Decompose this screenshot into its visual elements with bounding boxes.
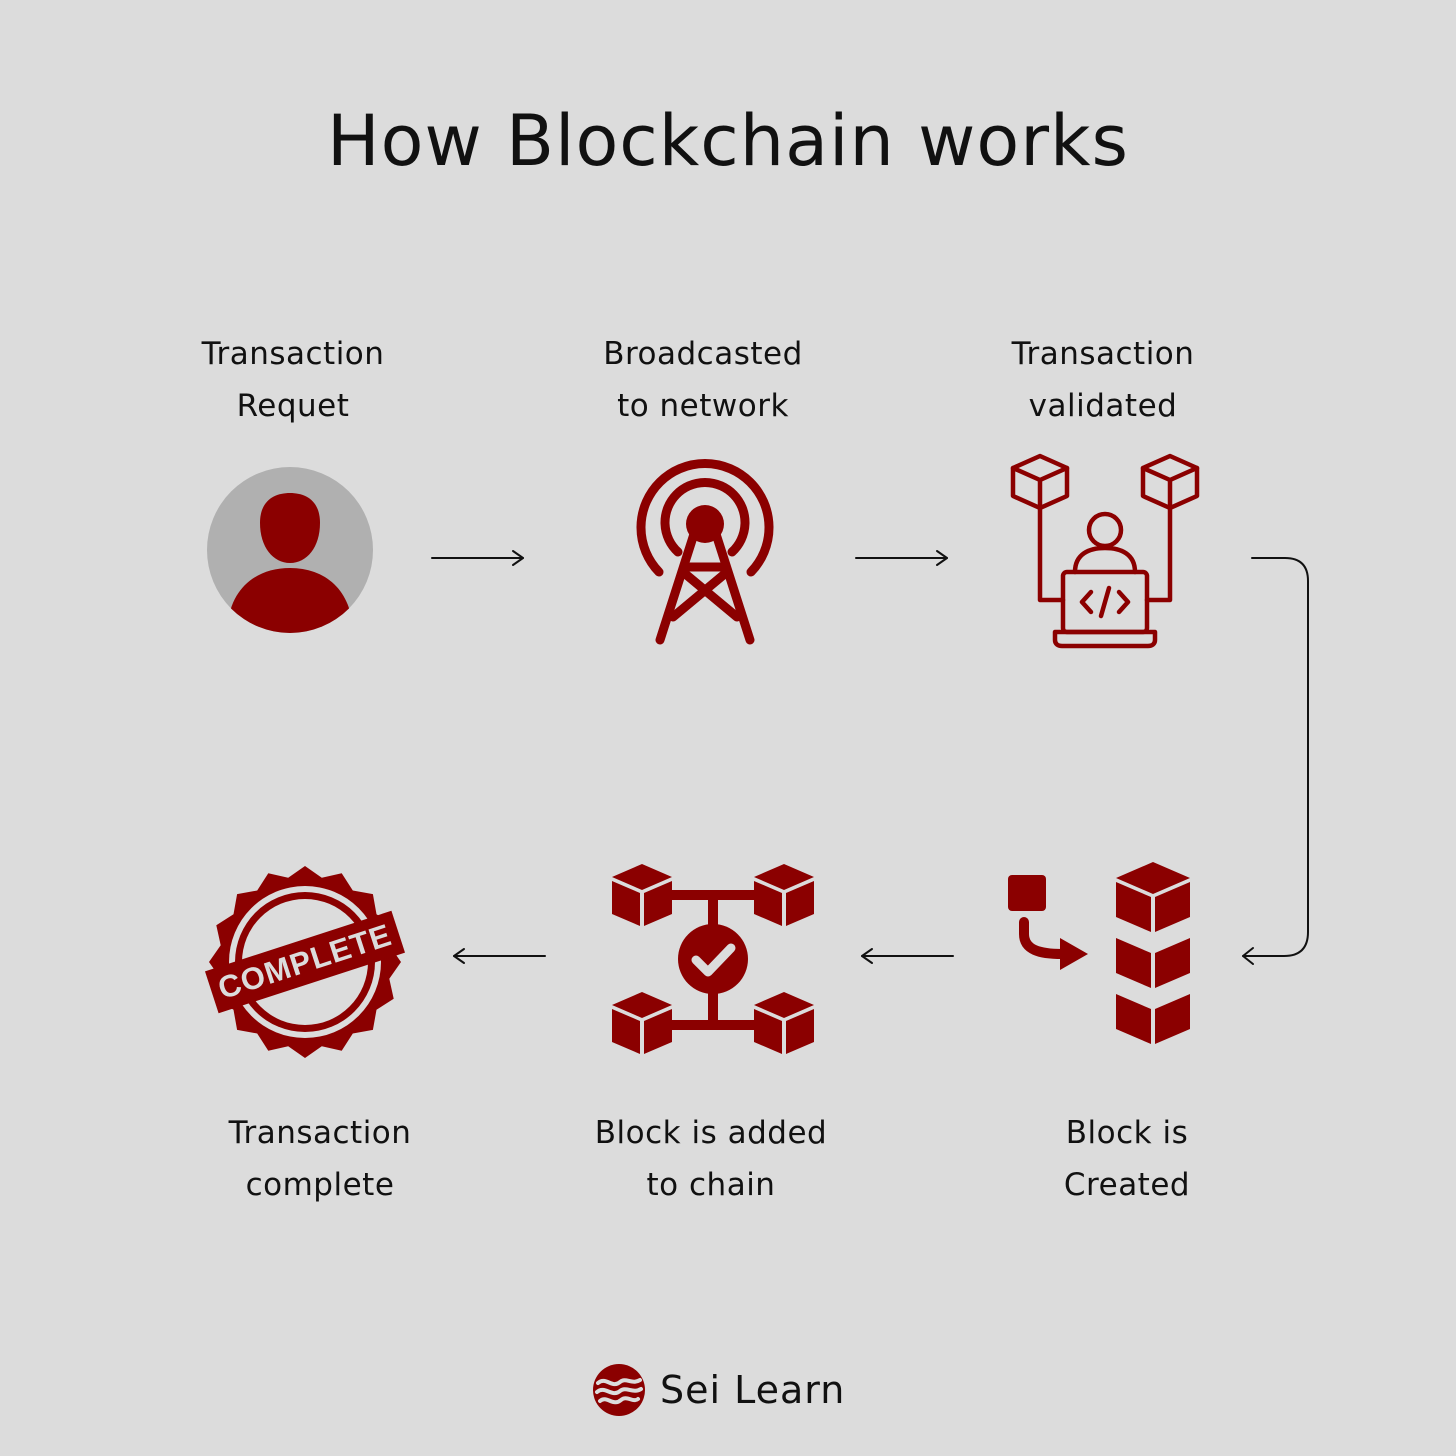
step-label-line: to network <box>617 388 789 424</box>
step-label-transaction-request: Transaction Requet <box>133 328 453 432</box>
step-label-line: Transaction <box>228 1115 412 1151</box>
step-label-line: validated <box>1028 388 1178 424</box>
step-label-line: Block is <box>1065 1115 1189 1151</box>
validator-laptop-icon <box>1010 453 1200 649</box>
arrow-left-2 <box>453 948 546 964</box>
page-title: How Blockchain works <box>327 100 1129 182</box>
step-label-line: Transaction <box>201 336 385 372</box>
block-created-icon <box>1008 862 1190 1044</box>
step-label-validated: Transaction validated <box>943 328 1263 432</box>
arrow-right-2 <box>855 550 948 566</box>
step-label-line: complete <box>245 1167 395 1203</box>
step-label-line: to chain <box>646 1167 776 1203</box>
sei-logo-icon <box>593 1364 645 1416</box>
complete-stamp-icon: COMPLETE <box>205 866 405 1058</box>
brand-footer: Sei Learn <box>592 1360 845 1420</box>
step-label-block-added: Block is added to chain <box>551 1107 871 1211</box>
brand-name: Sei Learn <box>660 1368 846 1412</box>
step-label-line: Transaction <box>1011 336 1195 372</box>
user-avatar-icon <box>207 467 373 633</box>
step-label-broadcasted: Broadcasted to network <box>543 328 863 432</box>
block-chain-check-icon <box>612 864 814 1054</box>
arrow-curved-down <box>1242 557 1309 965</box>
step-label-transaction-complete: Transaction complete <box>160 1107 480 1211</box>
step-label-line: Created <box>1063 1167 1191 1203</box>
arrow-right-1 <box>431 550 524 566</box>
broadcast-tower-icon <box>636 459 774 645</box>
step-label-block-created: Block is Created <box>967 1107 1287 1211</box>
step-label-line: Requet <box>236 388 350 424</box>
step-label-line: Broadcasted <box>603 336 803 372</box>
arrow-left-1 <box>861 948 954 964</box>
step-label-line: Block is added <box>594 1115 828 1151</box>
